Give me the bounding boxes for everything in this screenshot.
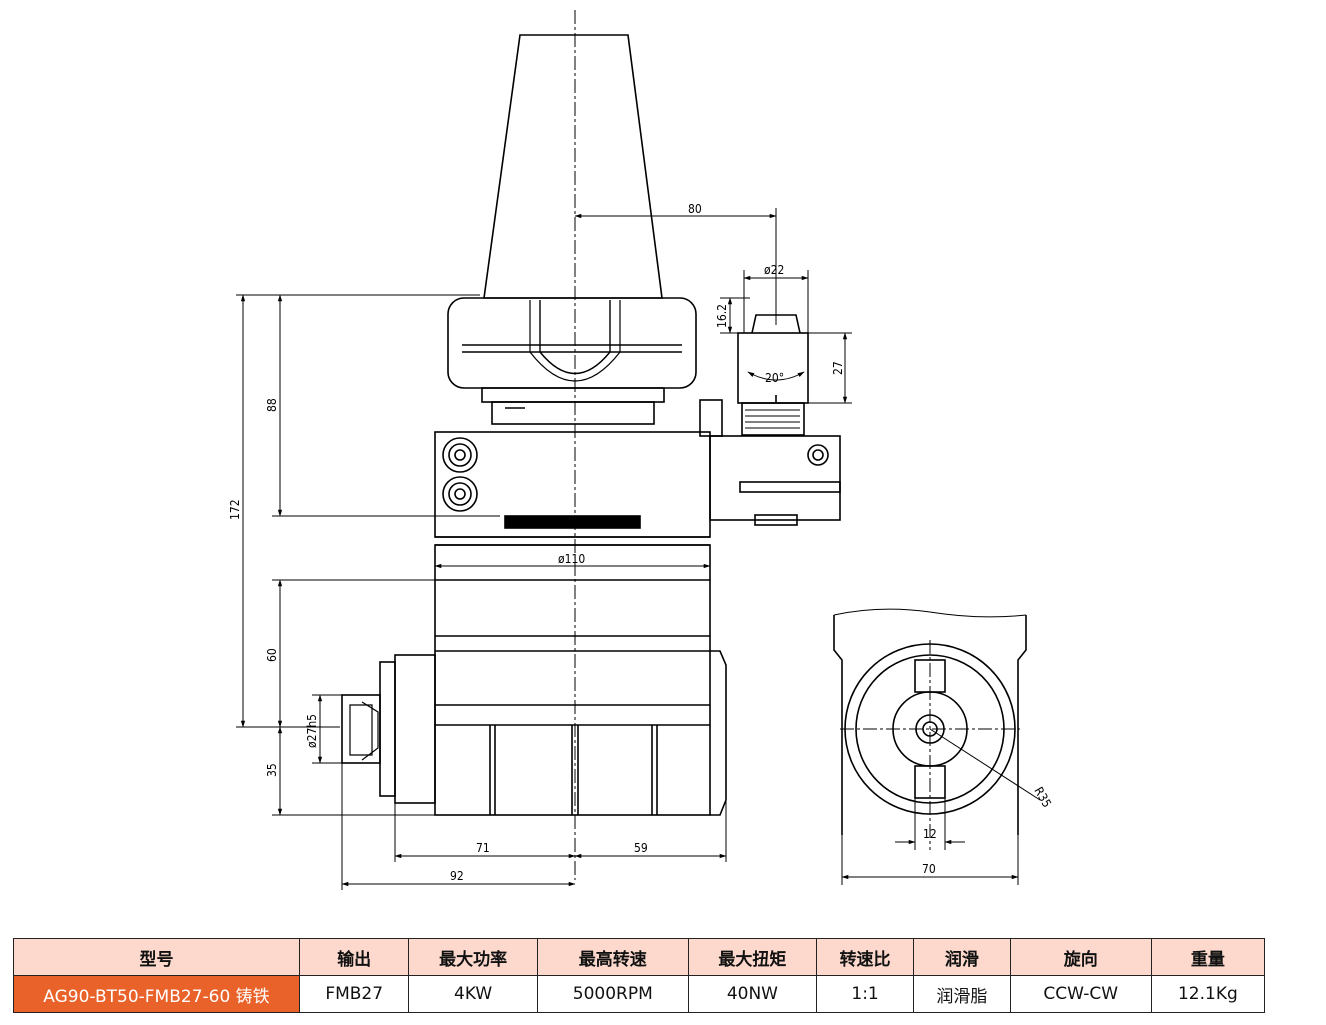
dim-172: 172 bbox=[228, 499, 242, 520]
dim-110: ø110 bbox=[558, 552, 585, 566]
header-weight: 重量 bbox=[1150, 938, 1266, 976]
header-torque: 最大扭矩 bbox=[687, 938, 818, 976]
dim-88: 88 bbox=[265, 398, 279, 412]
dim-80: 80 bbox=[688, 202, 702, 216]
table-header-row: 型号 输出 最大功率 最高转速 最大扭矩 转速比 润滑 旋向 重量 bbox=[13, 938, 1266, 976]
dim-27: 27 bbox=[831, 361, 845, 375]
cell-power: 4KW bbox=[408, 975, 538, 1013]
taper-shank bbox=[483, 34, 663, 299]
dim-92: 92 bbox=[450, 869, 464, 883]
cell-ratio: 1:1 bbox=[816, 975, 914, 1013]
cell-speed: 5000RPM bbox=[536, 975, 689, 1013]
dim-r35: R35 bbox=[1031, 785, 1054, 810]
cell-rotation: CCW-CW bbox=[1009, 975, 1152, 1013]
header-power: 最大功率 bbox=[408, 938, 538, 976]
cell-output: FMB27 bbox=[298, 975, 410, 1013]
dim-71: 71 bbox=[476, 841, 490, 855]
cell-lubrication: 润滑脂 bbox=[912, 975, 1011, 1013]
flange bbox=[447, 297, 697, 389]
dim-16-2: 16.2 bbox=[715, 304, 729, 328]
dim-22: ø22 bbox=[764, 263, 784, 277]
header-ratio: 转速比 bbox=[816, 938, 914, 976]
header-output: 输出 bbox=[298, 938, 410, 976]
header-speed: 最高转速 bbox=[536, 938, 689, 976]
table-row: AG90-BT50-FMB27-60 铸铁 FMB27 4KW 5000RPM … bbox=[13, 975, 1266, 1013]
dim-60: 60 bbox=[265, 648, 279, 662]
technical-drawing: 80 ø22 16.2 27 20° 88 172 ø110 60 35 ø27… bbox=[228, 10, 1054, 890]
header-lubrication: 润滑 bbox=[912, 938, 1011, 976]
header-model: 型号 bbox=[13, 938, 300, 976]
cell-torque: 40NW bbox=[687, 975, 818, 1013]
header-rotation: 旋向 bbox=[1009, 938, 1152, 976]
dim-12: 12 bbox=[923, 827, 937, 841]
output-flange bbox=[394, 654, 436, 804]
dim-35: 35 bbox=[265, 763, 279, 777]
dim-27h5: ø27h5 bbox=[305, 714, 319, 748]
cell-weight: 12.1Kg bbox=[1150, 975, 1266, 1013]
dim-20deg: 20° bbox=[765, 371, 784, 385]
cell-model: AG90-BT50-FMB27-60 铸铁 bbox=[13, 975, 300, 1013]
dim-70: 70 bbox=[922, 862, 936, 876]
spec-table: 型号 输出 最大功率 最高转速 最大扭矩 转速比 润滑 旋向 重量 AG90-B… bbox=[13, 938, 1266, 1013]
dim-59: 59 bbox=[634, 841, 648, 855]
stop-block bbox=[737, 332, 809, 404]
